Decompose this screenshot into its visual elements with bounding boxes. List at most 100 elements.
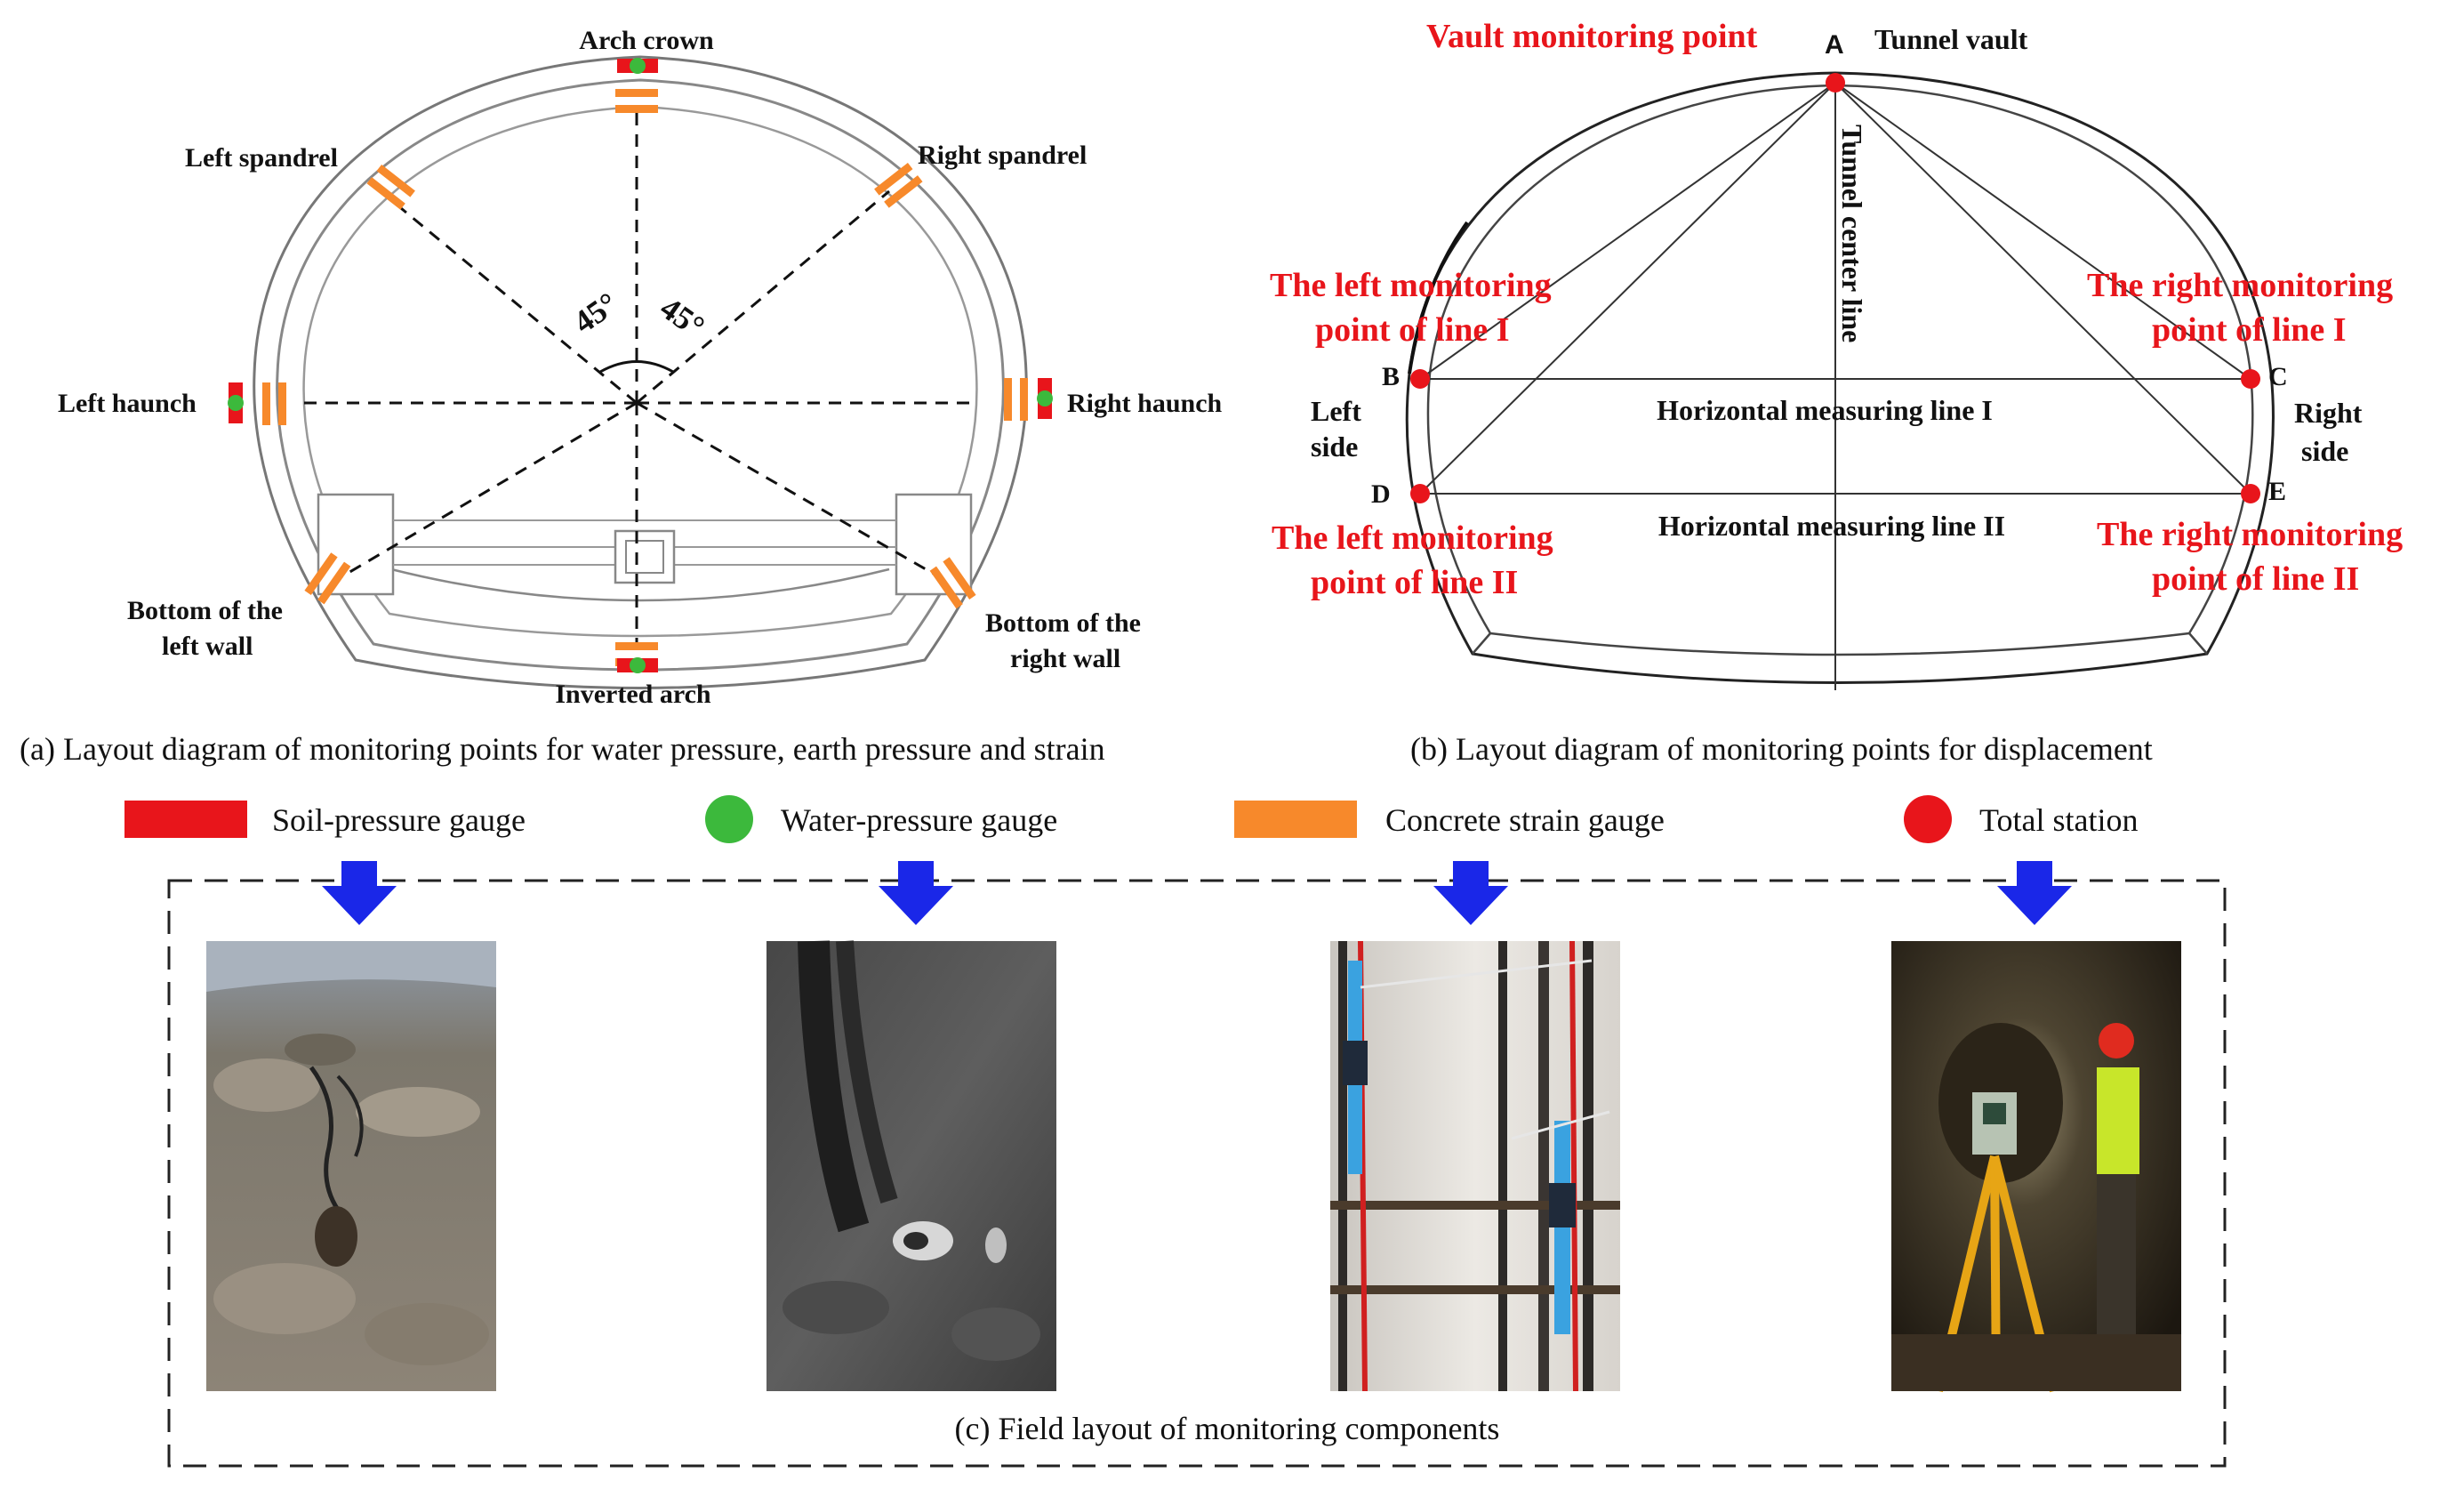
label-left-haunch: Left haunch — [58, 389, 197, 418]
legend-strain-label: Concrete strain gauge — [1385, 802, 1665, 838]
photo-total-station — [1891, 941, 2181, 1393]
label-right-line2-1: The right monitoring — [2097, 516, 2403, 553]
central-drain-outer — [614, 529, 676, 584]
legend-station-label: Total station — [1979, 802, 2138, 838]
label-left-spandrel: Left spandrel — [185, 143, 338, 173]
arrow-station — [1997, 861, 2072, 925]
label-right-line1-1: The right monitoring — [2087, 267, 2393, 304]
label-bottom-right-1: Bottom of the — [985, 608, 1141, 638]
label-center-line: Tunnel center line — [1836, 125, 1868, 342]
point-b-marker — [1410, 369, 1430, 389]
caption-a: (a) Layout diagram of monitoring points … — [20, 731, 1105, 767]
photo-water-gauge — [766, 940, 1056, 1391]
tunnel-lining-outer — [253, 55, 1028, 689]
arrows — [322, 861, 2072, 925]
legend-soil-label: Soil-pressure gauge — [272, 802, 526, 838]
radial-line-bottom-left — [341, 401, 638, 578]
label-left-line1-2: point of line I — [1315, 311, 1510, 349]
label-inverted-arch: Inverted arch — [555, 680, 711, 709]
label-right-haunch: Right haunch — [1067, 389, 1223, 418]
central-drain-inner — [625, 540, 664, 574]
water-gauge-right-haunch — [1037, 390, 1053, 406]
line-a-b — [1419, 82, 1836, 380]
label-hline2: Horizontal measuring line II — [1658, 510, 2005, 542]
point-a-marker — [1826, 73, 1845, 93]
strain-gauge-right-haunch-1 — [1004, 378, 1012, 421]
arrow-strain — [1433, 861, 1508, 925]
label-point-c: C — [2268, 362, 2288, 391]
label-bottom-left-2: left wall — [162, 632, 253, 661]
label-right-line2-2: point of line II — [2152, 560, 2359, 598]
label-bottom-left-1: Bottom of the — [127, 596, 283, 625]
label-right-side-1: Right — [2294, 397, 2363, 429]
legend-soil-swatch — [124, 801, 247, 838]
strain-gauges-a — [262, 89, 1028, 666]
strain-gauge-left-haunch-2 — [278, 382, 286, 425]
label-point-d: D — [1371, 479, 1391, 509]
strain-gauge-left-spandrel — [366, 164, 415, 210]
arrow-water — [879, 861, 953, 925]
label-right-spandrel: Right spandrel — [918, 141, 1087, 170]
diagram-a: Arch crown Left spandrel Right spandrel … — [20, 26, 1223, 767]
invert-arch-line — [390, 567, 890, 602]
label-bottom-right-2: right wall — [1010, 644, 1120, 673]
label-point-a: A — [1825, 30, 1844, 60]
line-a-c — [1834, 82, 2251, 380]
tunnel-section-inner — [1426, 84, 2254, 656]
strain-gauge-right-spandrel — [874, 162, 923, 208]
label-hline1: Horizontal measuring line I — [1657, 394, 1993, 426]
line-a-e — [1834, 82, 2251, 495]
label-left-line2-2: point of line II — [1311, 564, 1518, 601]
caption-c: (c) Field layout of monitoring component… — [955, 1411, 1500, 1446]
label-vault-point: Vault monitoring point — [1426, 18, 1758, 55]
strain-gauge-crown-1 — [615, 89, 658, 97]
legend-station-swatch — [1904, 795, 1952, 843]
label-left-line1-1: The left monitoring — [1270, 267, 1552, 304]
field-dashed-frame — [167, 879, 2227, 1468]
label-tunnel-vault: Tunnel vault — [1874, 23, 2028, 55]
label-left-side-1: Left — [1311, 395, 1361, 427]
monitoring-points — [1410, 73, 2260, 503]
tunnel-lining-innermost — [302, 105, 978, 638]
photo-soil-gauge — [206, 941, 496, 1391]
label-left-side-2: side — [1311, 431, 1358, 463]
legend-water-swatch — [705, 795, 753, 843]
label-right-line1-2: point of line I — [2152, 311, 2347, 349]
caption-b: (b) Layout diagram of monitoring points … — [1410, 731, 2153, 767]
legend: Soil-pressure gauge Water-pressure gauge… — [124, 795, 2138, 843]
strain-gauge-left-haunch-1 — [262, 382, 270, 425]
water-gauge-invert — [630, 657, 646, 673]
label-left-line2-1: The left monitoring — [1272, 519, 1553, 557]
radial-lines — [299, 107, 978, 655]
left-drain-box — [317, 493, 395, 596]
strain-gauge-right-haunch-2 — [1020, 378, 1028, 421]
radial-line-left-spandrel — [390, 198, 638, 405]
diagram-b: Vault monitoring point A Tunnel vault Tu… — [1270, 18, 2403, 767]
radial-line-right-spandrel — [636, 189, 890, 405]
strain-gauge-bottom-right — [929, 557, 976, 609]
measuring-lines — [1419, 82, 2251, 690]
label-point-e: E — [2268, 477, 2286, 506]
arrow-soil — [322, 861, 397, 925]
strain-gauge-bottom-left — [304, 552, 351, 605]
water-gauge-left-haunch — [228, 395, 244, 411]
water-gauge-crown — [630, 58, 646, 74]
strain-gauge-crown-2 — [615, 105, 658, 113]
label-right-side-2: side — [2301, 435, 2348, 467]
point-e-marker — [2241, 484, 2260, 503]
label-point-b: B — [1382, 362, 1400, 391]
pressure-gauges-a — [228, 58, 1053, 673]
angle-arc — [599, 360, 674, 374]
section-floor-left — [1472, 632, 1491, 655]
legend-strain-swatch — [1234, 801, 1357, 838]
photo-strain-gauge — [1330, 940, 1620, 1392]
label-arch-crown: Arch crown — [579, 26, 714, 55]
point-d-marker — [1410, 484, 1430, 503]
section-thick-left — [1408, 221, 1469, 374]
strain-gauge-invert-1 — [615, 642, 658, 650]
tunnel-lining-inner — [276, 78, 1005, 672]
radial-line-bottom-right — [636, 401, 939, 578]
section-floor-right — [2188, 632, 2208, 655]
